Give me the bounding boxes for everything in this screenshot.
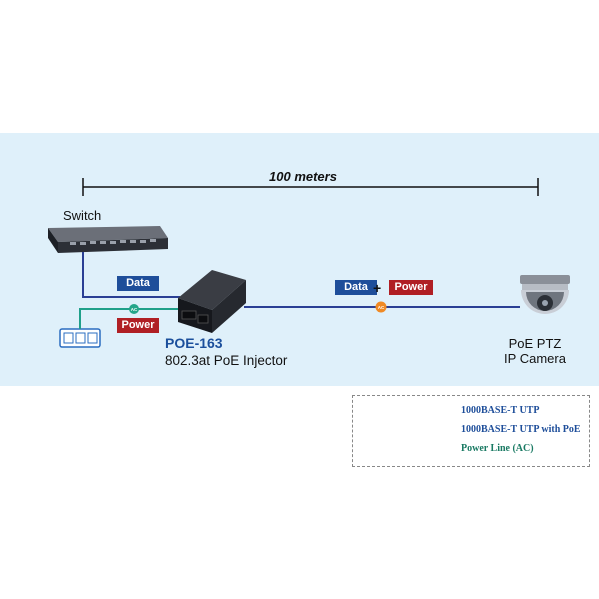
distance-label: 100 meters — [269, 169, 337, 184]
ptz-camera-icon — [520, 275, 570, 314]
legend-item-utp: 1000BASE-T UTP — [461, 405, 540, 416]
ac-marker-icon: AC — [129, 304, 139, 314]
camera-label-line1: PoE PTZ — [508, 336, 562, 351]
data-cable-switch — [82, 252, 180, 298]
power-cable — [79, 308, 180, 329]
power-tag: Power — [117, 318, 159, 333]
ac-marker-icon: AC — [375, 301, 387, 313]
power-outlet-icon — [59, 328, 101, 348]
legend-item-power-line: Power Line (AC) — [461, 443, 534, 454]
device-description: 802.3at PoE Injector — [165, 353, 288, 368]
switch-icon — [48, 226, 168, 253]
plus-sign: + — [373, 280, 382, 296]
camera-label: PoE PTZ IP Camera — [470, 336, 599, 366]
legend-item-utp-poe: 1000BASE-T UTP with PoE — [461, 424, 581, 435]
svg-text:AC: AC — [131, 307, 138, 312]
poe-injector-icon — [178, 270, 246, 333]
distance-bracket — [82, 178, 539, 196]
data-tag: Data — [335, 280, 377, 295]
svg-text:AC: AC — [378, 305, 385, 310]
camera-label-line2: IP Camera — [504, 351, 566, 366]
data-tag: Data — [117, 276, 159, 291]
switch-label: Switch — [63, 208, 102, 223]
power-tag: Power — [389, 280, 433, 295]
device-name: POE-163 — [165, 335, 223, 351]
legend: 1000BASE-T UTP 1000BASE-T UTP with PoE P… — [352, 395, 590, 467]
